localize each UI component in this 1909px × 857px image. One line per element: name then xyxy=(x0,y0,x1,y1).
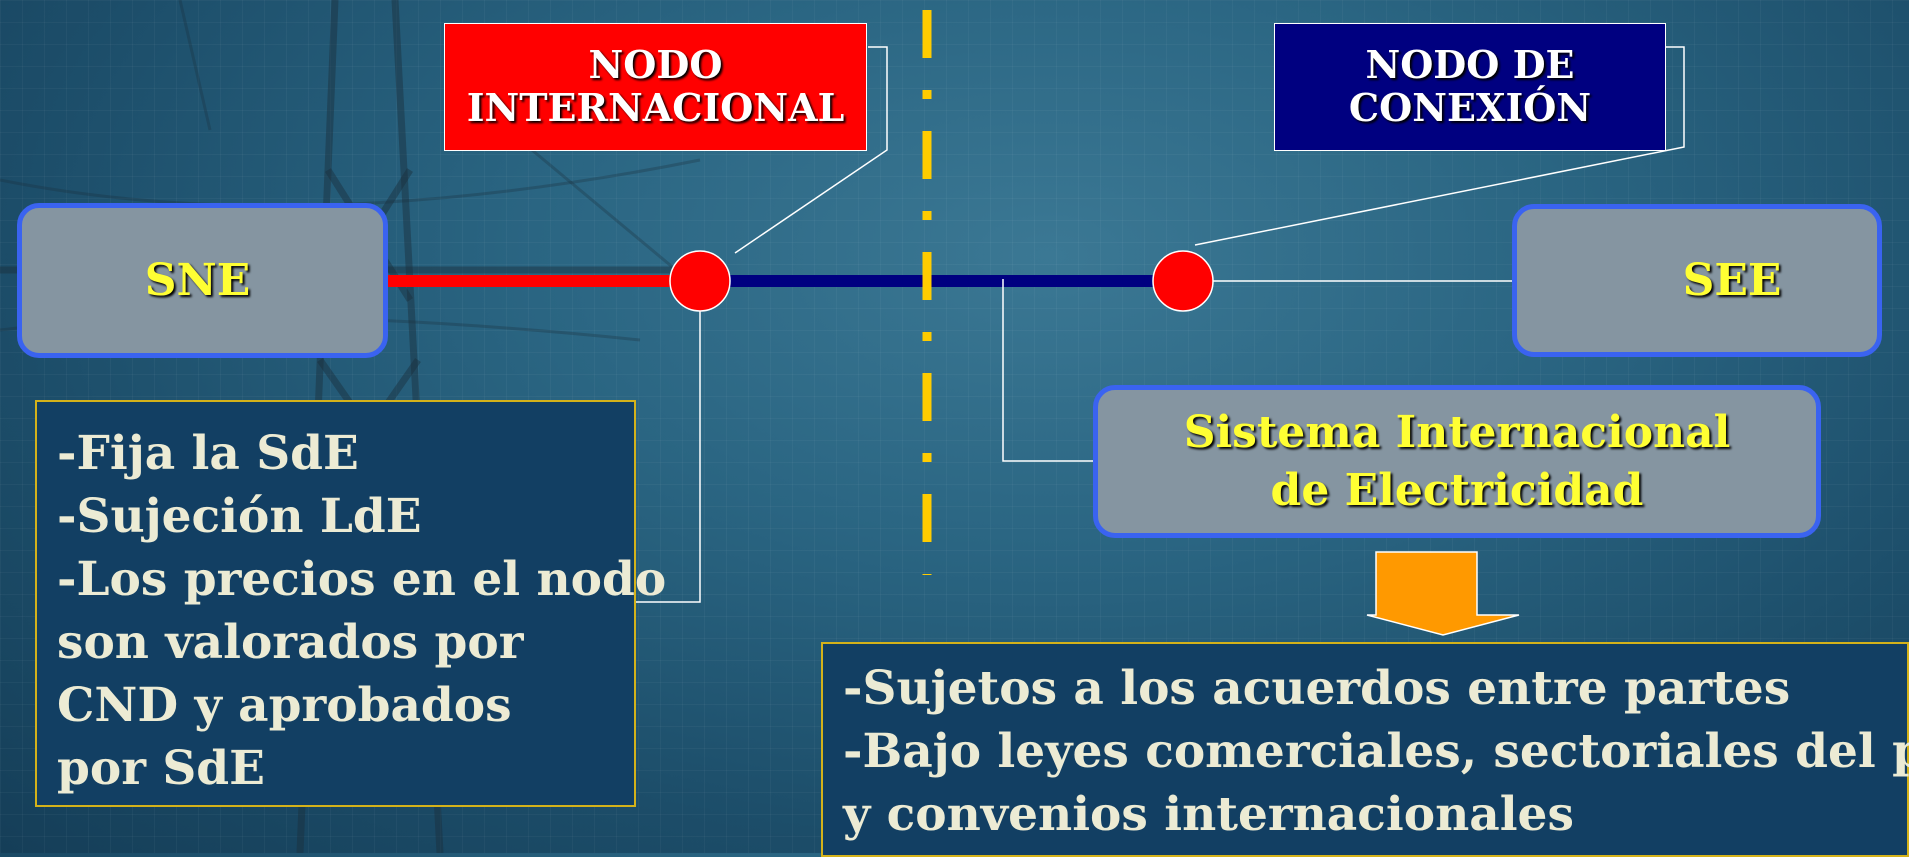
sne-label: SNE xyxy=(144,254,251,306)
international-node-circle xyxy=(669,250,731,312)
info-left-leader xyxy=(636,310,701,603)
nodo-internacional-label: NODO INTERNACIONAL xyxy=(466,42,845,130)
info-right-box: -Sujetos a los acuerdos entre partes -Ba… xyxy=(821,642,1909,857)
info-left-line: por SdE xyxy=(57,741,265,796)
nodo-conexion-box: NODO DE CONEXIÓN xyxy=(1274,23,1666,151)
info-left-line: -Sujeción LdE xyxy=(57,489,422,544)
info-right-line: y convenios internacionales xyxy=(843,787,1574,842)
nodo-conexion-leader xyxy=(1194,46,1685,246)
info-right-line: -Sujetos a los acuerdos entre partes xyxy=(843,661,1791,716)
sne-box: SNE xyxy=(17,203,388,358)
nodo-internacional-leader xyxy=(734,46,888,254)
info-right-line: -Bajo leyes comerciales, sectoriales del… xyxy=(843,724,1909,779)
info-left-line: -Los precios en el nodo xyxy=(57,552,667,607)
info-left-line: son valorados por xyxy=(57,615,524,670)
info-left-box: -Fija la SdE -Sujeción LdE -Los precios … xyxy=(35,400,667,807)
sistema-internacional-label: Sistema Internacional de Electricidad xyxy=(1183,407,1731,516)
see-box: SEE xyxy=(1512,204,1882,357)
nodo-conexion-label: NODO DE CONEXIÓN xyxy=(1348,42,1592,130)
see-label: SEE xyxy=(1682,254,1782,306)
nodo-internacional-box: NODO INTERNACIONAL xyxy=(444,23,867,151)
info-left-line: CND y aprobados xyxy=(57,678,512,733)
sie-leader xyxy=(1002,279,1093,462)
down-arrow-icon xyxy=(1366,551,1520,636)
connection-node-circle xyxy=(1152,250,1214,312)
info-left-line: -Fija la SdE xyxy=(57,426,359,481)
sistema-internacional-box: Sistema Internacional de Electricidad xyxy=(1093,385,1821,538)
